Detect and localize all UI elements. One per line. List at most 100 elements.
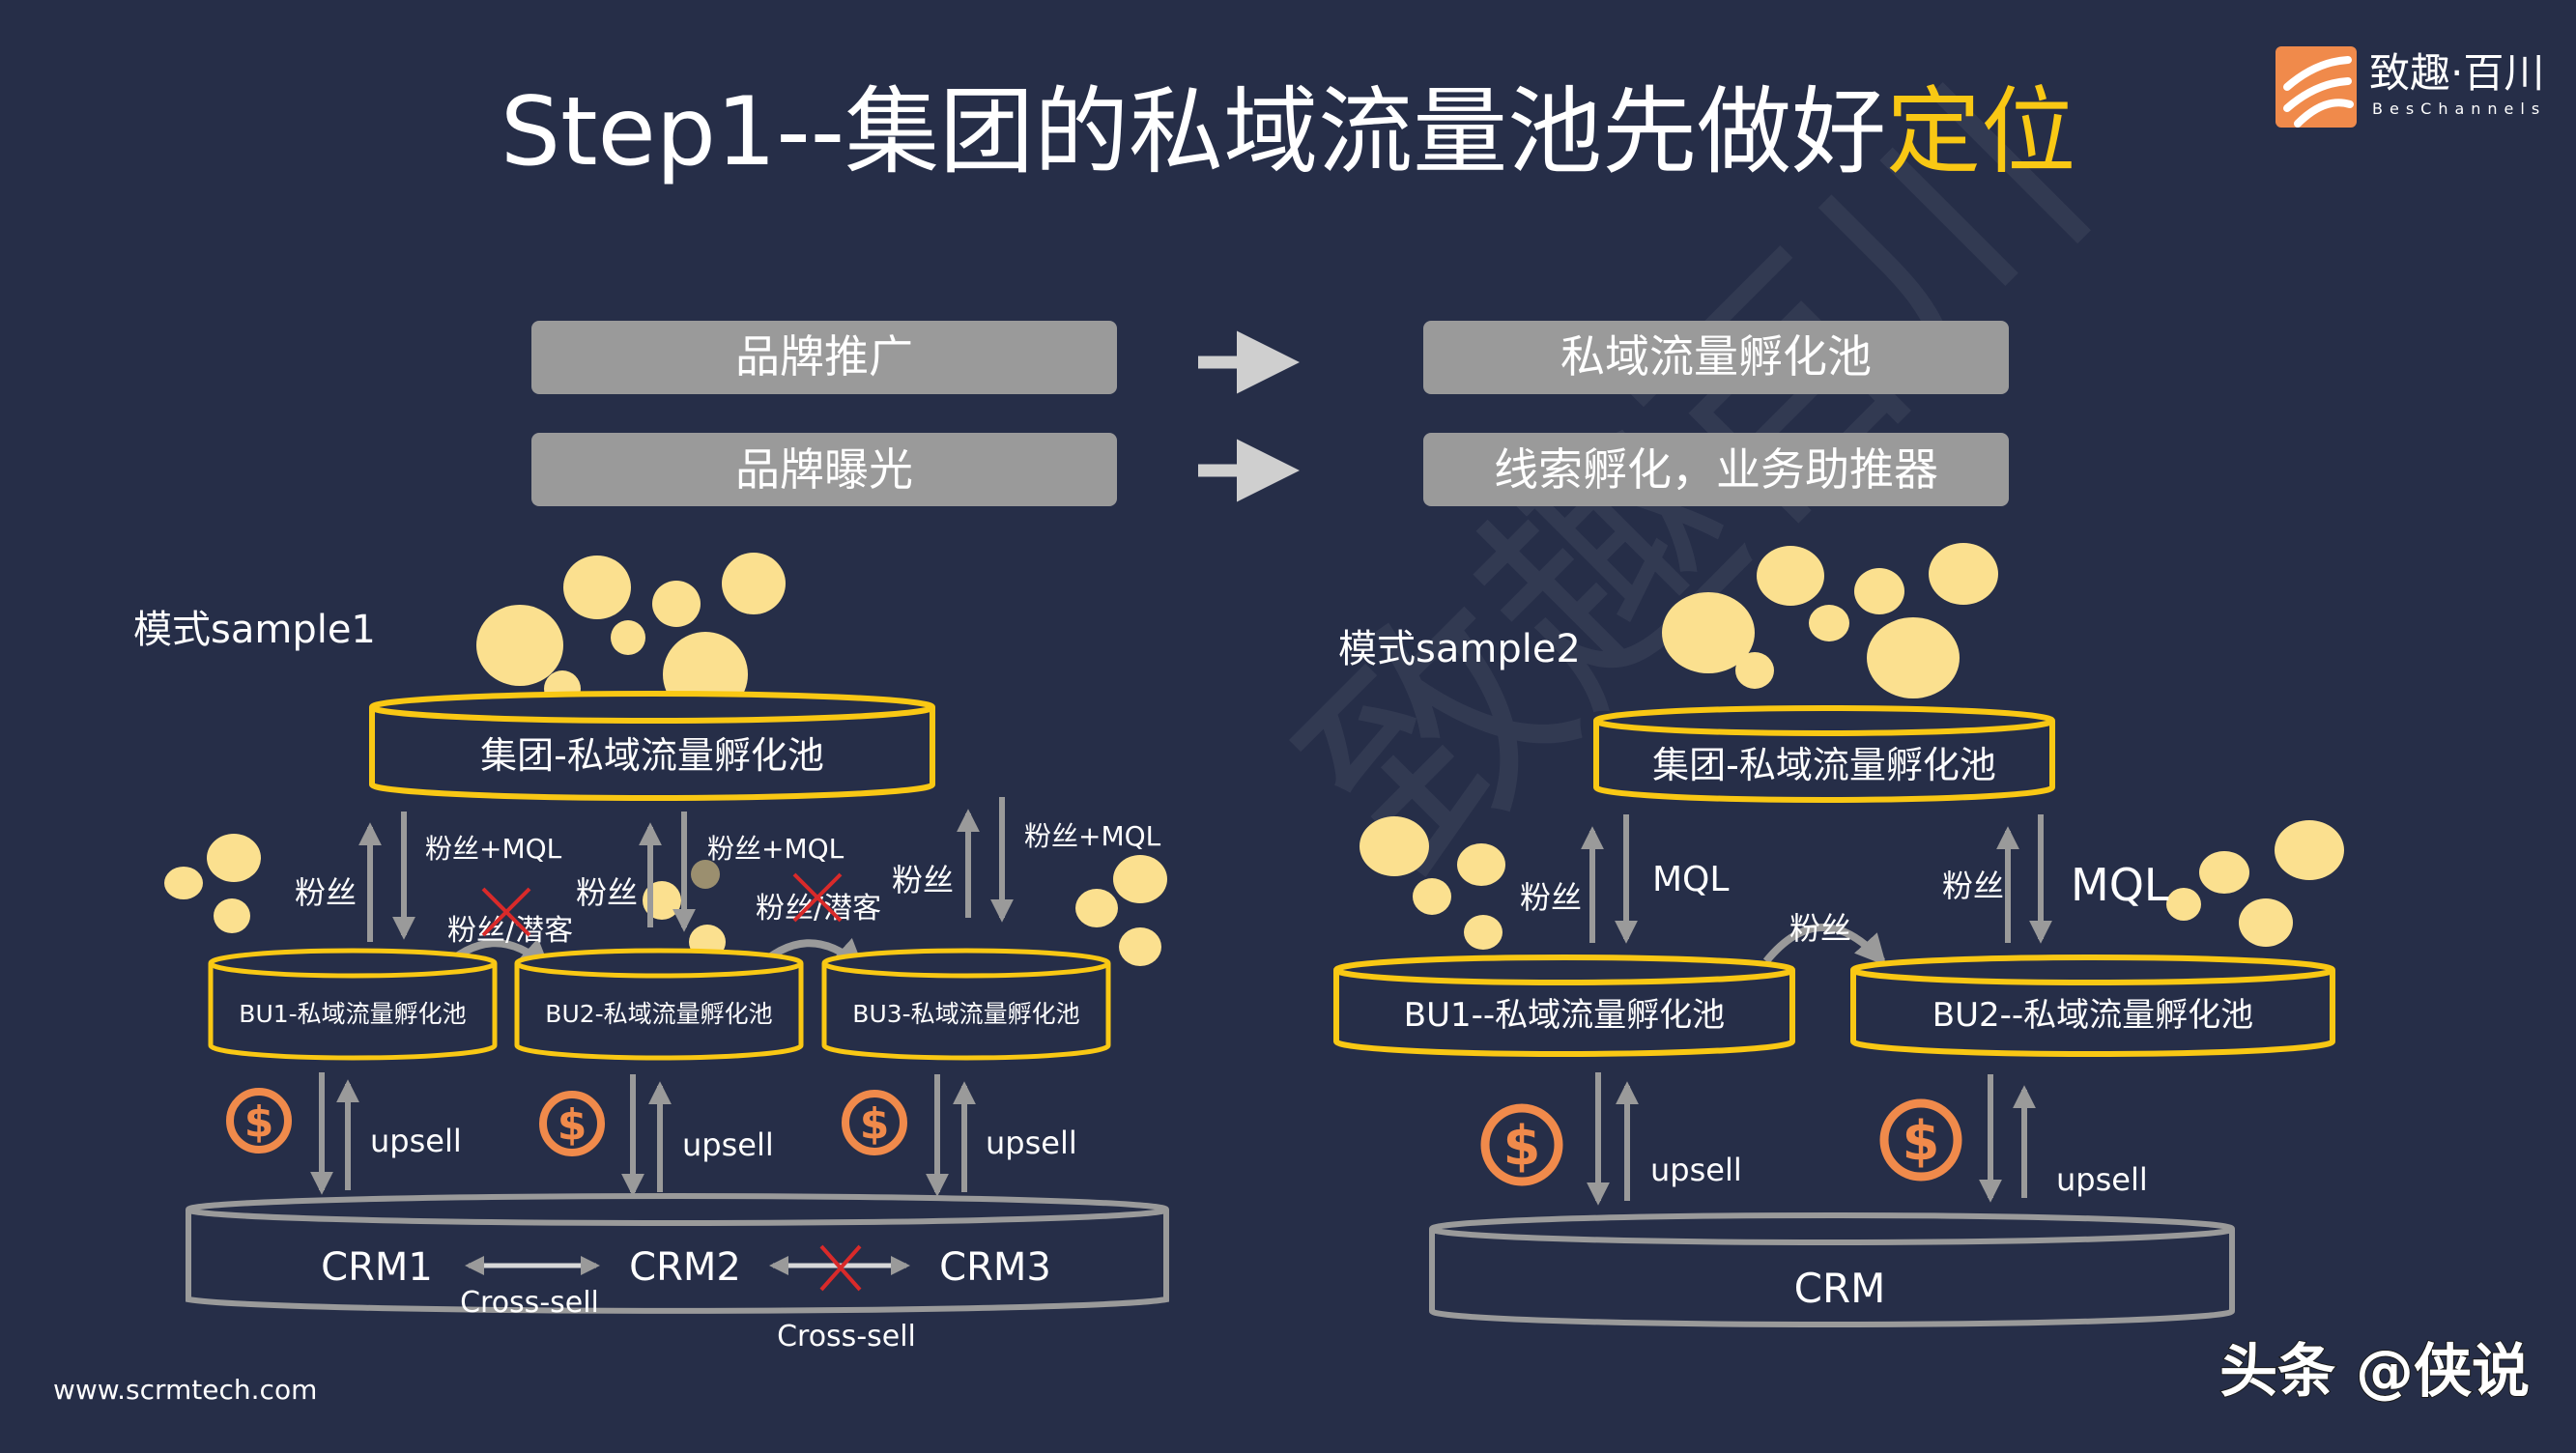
footer-credit: 头条 @侠说 xyxy=(2219,1338,2530,1406)
bubble-icon xyxy=(2239,898,2293,947)
mapping-left-box-1 xyxy=(531,321,1117,394)
mapping-left-label-1: 品牌推广 xyxy=(735,330,913,383)
mapping-row-2: 品牌曝光 线索孵化，业务助推器 xyxy=(531,433,2009,506)
sample2-upsell-2: $ upsell xyxy=(1879,1074,2148,1203)
red-cross-icon xyxy=(819,1244,862,1292)
sample2-group-pool-label: 集团-私域流量孵化池 xyxy=(1652,744,1996,786)
sample1-cross-sell-label-1: Cross-sell xyxy=(460,1286,599,1320)
bubble-icon xyxy=(722,553,786,614)
dollar-sign-glyph: $ xyxy=(558,1100,587,1150)
mapping-row-1: 品牌推广 私域流量孵化池 xyxy=(531,321,2009,394)
sample2-upsell-label-2: upsell xyxy=(2056,1161,2148,1198)
dollar-coin-icon xyxy=(539,1091,605,1156)
sample2-crm-label: CRM xyxy=(1794,1265,1886,1312)
bubble-icon xyxy=(1457,843,1505,886)
sample1-bu-pool-2: BU2-私域流量孵化池 xyxy=(514,948,804,1061)
bubble-icon xyxy=(207,834,261,882)
bubble-icon xyxy=(1757,546,1824,606)
bubble-icon xyxy=(652,581,701,627)
sample1-flow-arrows xyxy=(358,797,1014,942)
sample1-up-label-3: 粉丝 xyxy=(892,862,954,898)
sample2-between-label: 粉丝 xyxy=(1789,910,1851,947)
sample1-crm-label-2: CRM2 xyxy=(629,1245,741,1290)
sample2-bu-pool-label-1: BU1--私域流量孵化池 xyxy=(1404,996,1725,1035)
sample1-upsell-label-2: upsell xyxy=(682,1126,774,1163)
sample1-bu-pool-label-3: BU3-私域流量孵化池 xyxy=(852,1000,1079,1028)
logo-name: 致趣·百川 xyxy=(2369,49,2544,97)
sample1-blocked-label-1: 粉丝/潜客 xyxy=(447,914,573,948)
mapping-right-label-1: 私域流量孵化池 xyxy=(1560,330,1872,383)
dollar-sign-glyph: $ xyxy=(1903,1110,1940,1173)
sample1-up-label-2: 粉丝 xyxy=(576,874,638,911)
sample2-label: 模式sample2 xyxy=(1338,627,1581,671)
sample2-group-pool: 集团-私域流量孵化池 xyxy=(1593,705,2055,803)
sample1-crm-label-1: CRM1 xyxy=(321,1245,433,1290)
dollar-coin-icon xyxy=(1879,1098,1962,1182)
sample1-group-pool-label: 集团-私域流量孵化池 xyxy=(480,734,824,777)
sample2-bu-pool-2: BU2--私域流量孵化池 xyxy=(1850,954,2335,1057)
sample2-up-label-2: 粉丝 xyxy=(1942,868,2004,904)
mapping-right-label-2: 线索孵化，业务助推器 xyxy=(1494,443,1938,496)
bubble-icon xyxy=(2166,888,2201,921)
sample2-bubbles xyxy=(1360,543,2344,950)
bubble-icon xyxy=(1119,927,1161,966)
sample2-flow-arrows xyxy=(1581,814,2052,944)
bubble-icon xyxy=(1735,652,1774,689)
mapping-left-box-2 xyxy=(531,433,1117,506)
sample2-down-label-2: MQL xyxy=(2071,859,2169,911)
logo-sub: BesChannels xyxy=(2372,100,2546,118)
sample1-bu-pool-label-1: BU1-私域流量孵化池 xyxy=(239,1000,466,1028)
sample1-upsell-2: $ upsell xyxy=(539,1074,774,1197)
sample1-upsell-label-1: upsell xyxy=(370,1123,462,1159)
sample2-down-label-1: MQL xyxy=(1652,860,1729,899)
sample2-between-arrow xyxy=(1762,924,1887,966)
sample1-cross-sell-label-2: Cross-sell xyxy=(777,1320,916,1353)
sample2-upsell-1: $ upsell xyxy=(1480,1072,1742,1206)
sample1-down-label-3: 粉丝+MQL xyxy=(1024,820,1161,852)
sample1-label: 模式sample1 xyxy=(133,608,376,652)
sample2-up-label-1: 粉丝 xyxy=(1520,879,1582,916)
sample1-bu-pool-label-2: BU2-私域流量孵化池 xyxy=(545,1000,772,1028)
dollar-coin-icon xyxy=(226,1088,292,1154)
sample1-down-label-1: 粉丝+MQL xyxy=(425,833,562,865)
mapping-right-box-1 xyxy=(1423,321,2009,394)
dollar-sign-glyph: $ xyxy=(1503,1115,1541,1178)
title-highlight: 定位 xyxy=(1886,77,2075,187)
bubble-icon xyxy=(2199,851,2249,894)
sample1-diagram: 模式sample1 集团-私域流量孵化池 xyxy=(133,553,1169,1353)
bubble-icon xyxy=(476,605,563,686)
red-cross-icon xyxy=(481,887,531,937)
sample1-crm-label-3: CRM3 xyxy=(939,1245,1051,1290)
sample1-upsell-1: $ upsell xyxy=(226,1072,462,1195)
sample2-crm-pool: CRM xyxy=(1429,1212,2235,1327)
sample1-bu-pool-1: BU1-私域流量孵化池 xyxy=(208,948,498,1061)
mapping-right-box-2 xyxy=(1423,433,2009,506)
logo-mark-strokes xyxy=(2283,56,2354,128)
sample1-bu-pool-3: BU3-私域流量孵化池 xyxy=(821,948,1111,1061)
dollar-coin-icon xyxy=(1480,1103,1563,1186)
dollar-coin-icon xyxy=(842,1090,907,1155)
sample2-bu-pool-label-2: BU2--私域流量孵化池 xyxy=(1932,996,2253,1035)
sample1-blocked-transfer-2: 粉丝/潜客 xyxy=(751,872,881,974)
bubble-icon xyxy=(214,898,250,933)
bubble-icon xyxy=(1360,816,1429,876)
sample1-up-label-1: 粉丝 xyxy=(295,874,357,911)
footer-website: www.scrmtech.com xyxy=(53,1374,317,1406)
bubble-icon xyxy=(563,556,631,619)
bubble-icon xyxy=(1809,605,1849,641)
sample1-upsell-label-3: upsell xyxy=(986,1125,1077,1161)
bubble-icon xyxy=(1075,889,1118,927)
bubble-icon xyxy=(1413,878,1451,915)
bubble-icon xyxy=(1662,592,1755,673)
bubble-icon xyxy=(2275,820,2344,880)
bubble-icon xyxy=(164,867,203,899)
sample1-down-label-2: 粉丝+MQL xyxy=(707,833,844,865)
page-title: Step1--集团的私域流量池先做好定位 xyxy=(501,77,2075,187)
red-cross-icon xyxy=(792,872,843,923)
bubble-icon xyxy=(1867,617,1960,698)
brand-logo: 致趣·百川 BesChannels xyxy=(2275,46,2546,128)
bubble-icon xyxy=(1929,543,1998,605)
sample1-upsell-3: $ upsell xyxy=(842,1074,1077,1197)
